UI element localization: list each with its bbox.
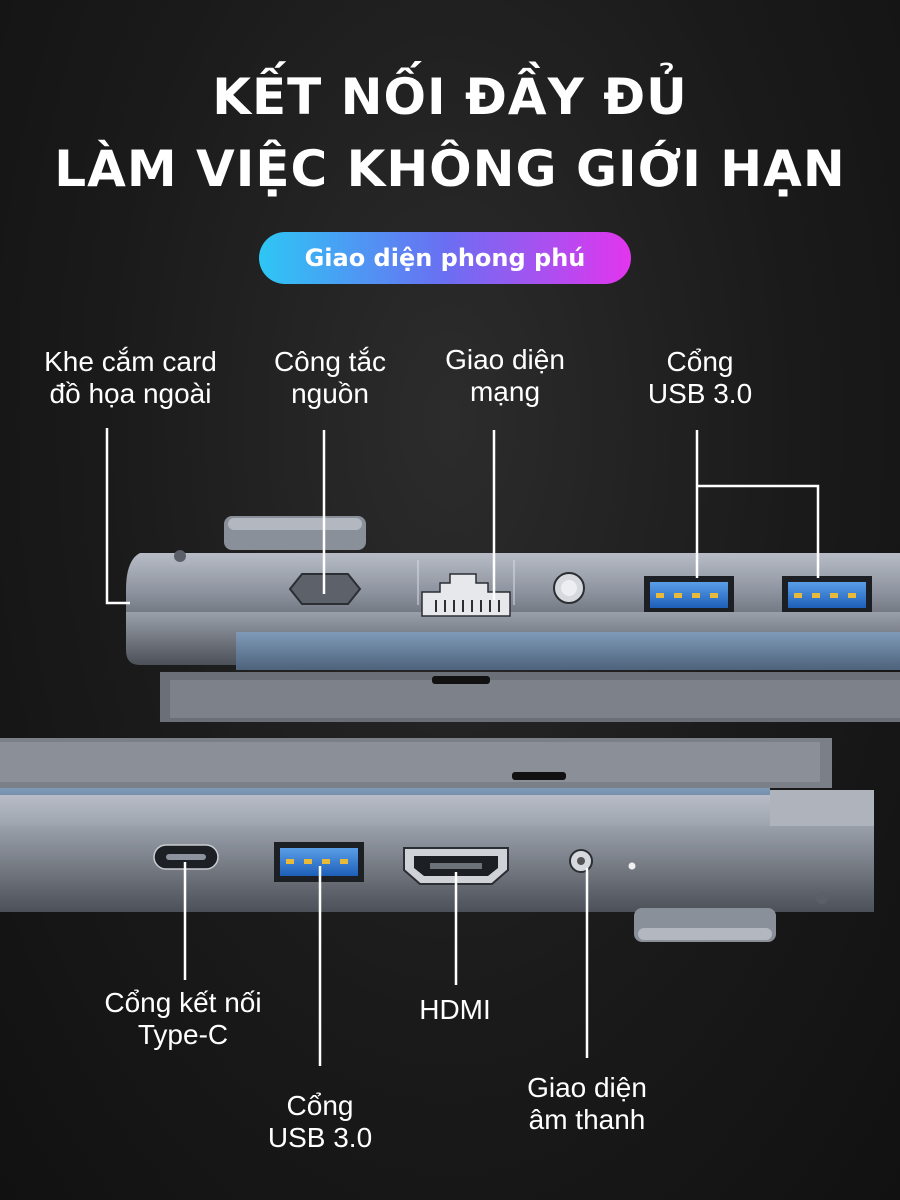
label-power-switch: Công tắc nguồn bbox=[255, 346, 405, 410]
label-graphics-slot-line1: Khe cắm card bbox=[44, 346, 217, 377]
usb-port-icon bbox=[782, 576, 872, 612]
label-usb-top-line2: USB 3.0 bbox=[647, 378, 753, 409]
leader-lines bbox=[105, 428, 820, 1066]
label-usb-top-line1: Cổng bbox=[666, 346, 734, 377]
label-hdmi-line1: HDMI bbox=[419, 994, 491, 1025]
label-audio-line2: âm thanh bbox=[528, 1104, 646, 1135]
feature-badge-text: Giao diện phong phú bbox=[304, 244, 586, 272]
label-hdmi: HDMI bbox=[395, 994, 515, 1026]
label-usb-bottom: Cổng USB 3.0 bbox=[250, 1090, 390, 1154]
label-type-c-line2: Type-C bbox=[137, 1019, 229, 1050]
label-graphics-slot-line2: đồ họa ngoài bbox=[49, 378, 212, 409]
label-audio-line1: Giao diện bbox=[527, 1072, 647, 1103]
label-usb-bottom-line2: USB 3.0 bbox=[267, 1122, 373, 1153]
label-usb-top: Cổng USB 3.0 bbox=[630, 346, 770, 410]
label-type-c-line1: Cổng kết nối bbox=[104, 987, 262, 1018]
headline-line-1: KẾT NỐI ĐẦY ĐỦ bbox=[212, 68, 688, 126]
laptop-side-view bbox=[0, 738, 874, 942]
feature-badge: Giao diện phong phú bbox=[259, 232, 631, 284]
label-usb-bottom-line1: Cổng bbox=[286, 1090, 354, 1121]
label-network-line1: Giao diện bbox=[445, 344, 565, 375]
headline-line-2: LÀM VIỆC KHÔNG GIỚI HẠN bbox=[54, 140, 846, 198]
rear-hinge-panel bbox=[236, 632, 900, 670]
label-network: Giao diện mạng bbox=[425, 344, 585, 408]
label-power-switch-line2: nguồn bbox=[291, 378, 369, 409]
laptop-rear-view bbox=[126, 516, 900, 722]
label-audio: Giao diện âm thanh bbox=[507, 1072, 667, 1136]
label-type-c: Cổng kết nối Type-C bbox=[88, 987, 278, 1051]
label-power-switch-line1: Công tắc bbox=[273, 346, 387, 377]
usb-port-icon bbox=[644, 576, 734, 612]
label-network-line2: mạng bbox=[469, 376, 541, 407]
label-graphics-slot: Khe cắm card đồ họa ngoài bbox=[28, 346, 233, 410]
status-led-icon bbox=[628, 862, 636, 870]
